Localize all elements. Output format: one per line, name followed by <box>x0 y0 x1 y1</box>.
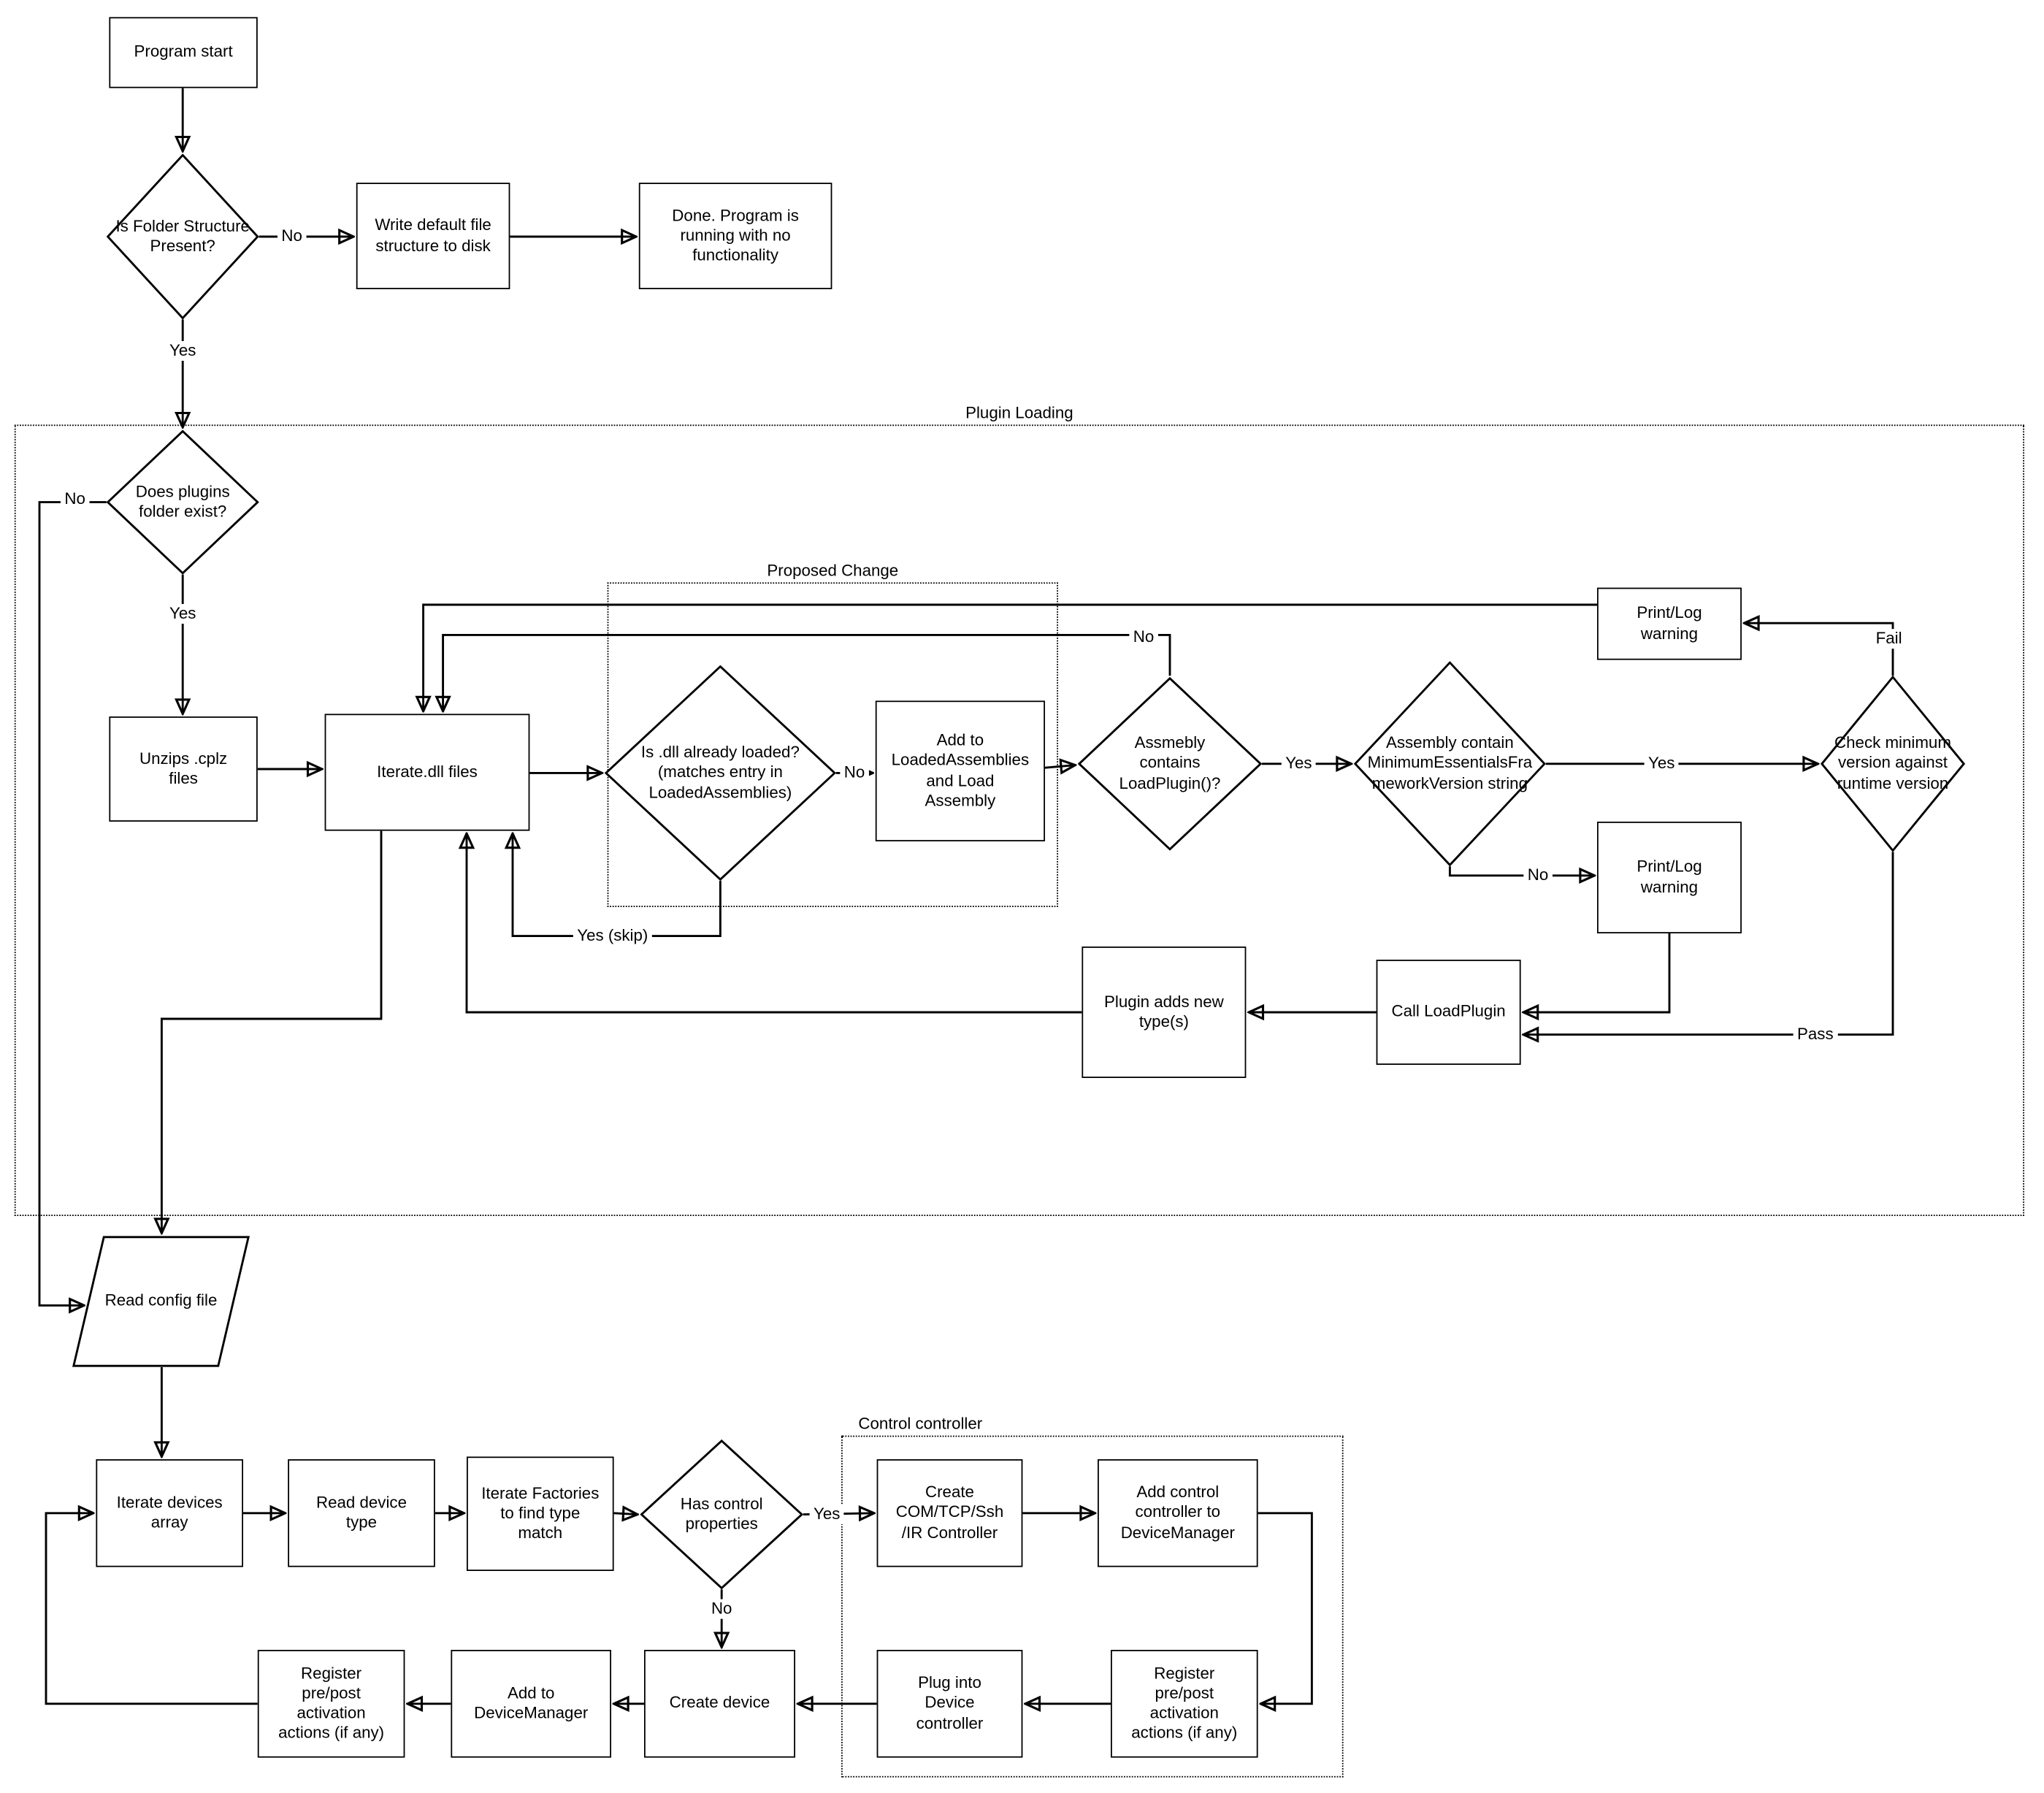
node-plugin-adds-new-types: Plugin adds new type(s) <box>1082 947 1247 1078</box>
edge-label-has-control-yes: Yes <box>809 1504 844 1525</box>
node-write-default-label: Write default file structure to disk <box>375 215 491 255</box>
node-read-config-file: Read config file <box>72 1236 250 1367</box>
node-check-minimum-version: Check minimum version against runtime ve… <box>1821 676 1965 852</box>
node-write-default-file-structure: Write default file structure to disk <box>356 183 510 289</box>
edge-iterate-dll-to-read-config <box>161 830 383 1234</box>
node-program-start: Program start <box>109 17 258 88</box>
edge-label-version-fail: Fail <box>1872 629 1906 649</box>
node-add-control-label: Add control controller to DeviceManager <box>1120 1483 1235 1542</box>
node-unzips-cplz-files: Unzips .cplz files <box>109 716 258 822</box>
node-iterate-devices-array: Iterate devices array <box>96 1459 243 1567</box>
node-iterate-dll-label: Iterate.dll files <box>377 762 478 781</box>
diamond-shape <box>106 429 259 575</box>
edge-label-has-control-no: No <box>707 1599 736 1619</box>
edge-label-min-version-no: No <box>1523 865 1553 886</box>
node-done-no-functionality: Done. Program is running with no functio… <box>638 183 832 289</box>
node-create-device: Create device <box>644 1650 795 1758</box>
node-create-controller-label: Create COM/TCP/Ssh /IR Controller <box>895 1483 1004 1542</box>
edge-label-folder-yes: Yes <box>165 340 200 362</box>
edge-print-warning-bottom-to-call-loadplugin <box>1523 933 1671 1012</box>
edge-label-dll-loaded-yes-skip: Yes (skip) <box>573 925 652 947</box>
node-assembly-contains-min-version: Assembly contain MinimumEssentialsFramew… <box>1354 661 1546 867</box>
node-create-controller: Create COM/TCP/Ssh /IR Controller <box>876 1459 1023 1567</box>
node-unzips-label: Unzips .cplz files <box>139 749 228 788</box>
edge-label-contains-loadplugin-no: No <box>1129 627 1158 648</box>
node-print-warning-bottom-label: Print/Log warning <box>1637 857 1702 896</box>
edge-min-version-no-to-print-warning-bottom <box>1448 866 1594 876</box>
node-call-loadplugin: Call LoadPlugin <box>1376 960 1521 1065</box>
node-call-loadplugin-label: Call LoadPlugin <box>1391 1002 1506 1021</box>
node-min-version-label: Assembly contain MinimumEssentialsFramew… <box>1367 733 1533 792</box>
node-program-start-label: Program start <box>134 42 233 61</box>
node-add-to-loaded-assemblies: Add to LoadedAssemblies and Load Assembl… <box>875 700 1045 841</box>
node-iterate-devices-label: Iterate devices array <box>116 1493 223 1532</box>
node-plug-into-label: Plug into Device controller <box>916 1673 984 1732</box>
edge-plugin-adds-to-iterate-dll <box>467 833 1082 1014</box>
group-proposed-change: Proposed Change <box>607 561 1058 907</box>
node-iterate-factories: Iterate Factories to find type match <box>467 1456 614 1571</box>
edge-label-plugins-yes: Yes <box>165 603 200 624</box>
node-print-log-warning-bottom: Print/Log warning <box>1597 822 1742 933</box>
edge-add-control-to-register-control <box>1258 1512 1313 1704</box>
node-folder-check-label: Is Folder Structure Present? <box>115 216 250 256</box>
node-register-device-label: Register pre/post activation actions (if… <box>278 1664 385 1743</box>
diamond-shape <box>1821 676 1965 852</box>
edge-label-version-pass: Pass <box>1793 1024 1837 1045</box>
group-control-controller: Control controller <box>841 1414 1344 1778</box>
node-is-folder-structure-present: Is Folder Structure Present? <box>106 153 259 320</box>
node-does-plugins-folder-exist: Does plugins folder exist? <box>106 429 259 575</box>
edge-loadplugin-no-to-iterate-dll <box>443 633 1171 711</box>
node-add-assemblies-label: Add to LoadedAssemblies and Load Assembl… <box>891 731 1030 810</box>
node-assembly-contains-loadplugin: Assmebly contains LoadPlugin()? <box>1078 677 1262 851</box>
group-plugin-loading-label: Plugin Loading <box>962 403 1076 424</box>
edge-register-device-to-iterate-devices <box>45 1513 258 1705</box>
node-iterate-dll-files: Iterate.dll files <box>324 714 530 831</box>
node-add-control-controller: Add control controller to DeviceManager <box>1098 1459 1258 1567</box>
edge-check-pass-to-call-loadplugin <box>1523 852 1894 1034</box>
edge-label-min-version-yes: Yes <box>1644 754 1679 774</box>
node-plugin-adds-label: Plugin adds new type(s) <box>1104 992 1224 1031</box>
node-read-device-type: Read device type <box>288 1459 435 1567</box>
diamond-shape <box>1078 677 1262 851</box>
edge-label-plugins-no: No <box>60 489 90 510</box>
node-create-device-label: Create device <box>669 1694 770 1713</box>
diamond-shape <box>605 665 836 881</box>
node-add-devicemanager-label: Add to DeviceManager <box>474 1683 589 1722</box>
diamond-shape <box>1354 661 1546 867</box>
node-is-loaded-label: Is .dll already loaded? (matches entry i… <box>640 743 800 802</box>
edge-print-warning-top-to-iterate-dll <box>424 603 1597 711</box>
edge-iterate-factories-to-has-control <box>613 1513 638 1515</box>
edge-label-dll-loaded-no: No <box>840 762 869 784</box>
edge-check-fail-to-print-warning-top <box>1745 623 1894 676</box>
node-check-version-label: Check minimum version against runtime ve… <box>1834 733 1951 792</box>
edge-plugins-no-to-read-config <box>38 501 107 1306</box>
parallelogram-shape <box>72 1236 250 1367</box>
node-done-label: Done. Program is running with no functio… <box>672 206 799 264</box>
node-register-pre-post-control: Register pre/post activation actions (if… <box>1111 1650 1258 1758</box>
node-add-to-device-manager: Add to DeviceManager <box>451 1650 611 1758</box>
node-read-config-label: Read config file <box>104 1291 218 1310</box>
node-has-control-properties: Has control properties <box>640 1440 803 1590</box>
edge-label-contains-loadplugin-yes: Yes <box>1281 754 1316 774</box>
node-plugins-check-label: Does plugins folder exist? <box>135 482 230 521</box>
group-proposed-change-label: Proposed Change <box>764 561 901 581</box>
node-contains-loadplugin-label: Assmebly contains LoadPlugin()? <box>1119 733 1221 792</box>
group-control-controller-label: Control controller <box>855 1414 985 1435</box>
node-register-control-label: Register pre/post activation actions (if… <box>1131 1664 1238 1743</box>
node-print-log-warning-top: Print/Log warning <box>1597 587 1742 660</box>
node-register-pre-post-device: Register pre/post activation actions (if… <box>257 1650 405 1758</box>
group-plugin-loading: Plugin Loading <box>14 403 2024 1217</box>
node-has-control-label: Has control properties <box>680 1494 763 1533</box>
diamond-shape <box>640 1440 803 1590</box>
edge-add-assemblies-to-contains-loadplugin <box>1044 765 1075 768</box>
diamond-shape <box>106 153 259 320</box>
node-plug-into-device-controller: Plug into Device controller <box>876 1650 1023 1758</box>
node-iterate-factories-label: Iterate Factories to find type match <box>481 1483 600 1542</box>
node-is-dll-already-loaded: Is .dll already loaded? (matches entry i… <box>605 665 836 881</box>
edge-label-folder-no: No <box>277 226 307 247</box>
node-read-device-type-label: Read device type <box>315 1493 407 1532</box>
node-print-warning-top-label: Print/Log warning <box>1637 603 1702 643</box>
